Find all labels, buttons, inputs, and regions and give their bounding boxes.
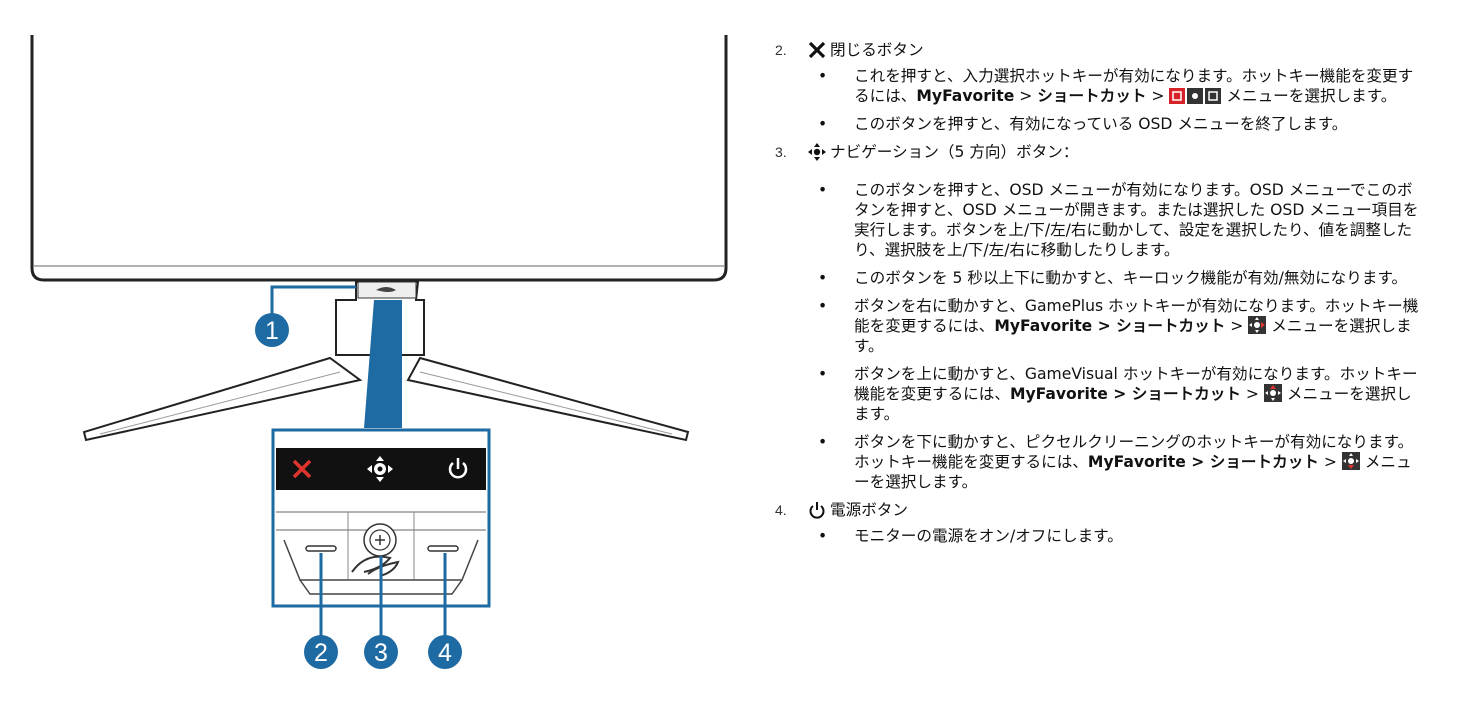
list-item: このボタンを押すと、OSD メニューが有効になります。OSD メニューでこのボタ… bbox=[808, 180, 1420, 260]
section-title: 閉じるボタン bbox=[830, 41, 924, 59]
list-item: ボタンを右に動かすと、GamePlus ホットキーが有効になります。ホットキー機… bbox=[808, 296, 1420, 356]
callout-3: 3 bbox=[364, 635, 398, 669]
gamevisual-shortcut-icon bbox=[1263, 384, 1282, 402]
close-x-icon bbox=[808, 41, 826, 59]
section-power-button: 4. 電源ボタン モニターの電源をオン/オフにします。 bbox=[770, 500, 1420, 546]
power-icon bbox=[448, 458, 468, 479]
input-select-shortcut-icon bbox=[1169, 88, 1222, 104]
list-item: モニターの電源をオン/オフにします。 bbox=[808, 526, 1420, 546]
svg-text:2: 2 bbox=[314, 639, 328, 667]
section-number: 4. bbox=[775, 502, 787, 518]
highlight-beam bbox=[364, 300, 402, 428]
section-navigation-button: 3. ナビゲーション（5 方向）ボタン： このボタンを押すと、OSD メニューが… bbox=[770, 142, 1420, 492]
callout-1: 1 bbox=[255, 313, 289, 347]
gameplus-shortcut-icon bbox=[1248, 316, 1267, 334]
list-item: このボタンを押すと、有効になっている OSD メニューを終了します。 bbox=[808, 114, 1420, 134]
power-button bbox=[427, 545, 459, 552]
list-item: ボタンを上に動かすと、GameVisual ホットキーが有効になります。ホットキ… bbox=[808, 364, 1420, 424]
section-close-button: 2. 閉じるボタン これを押すと、入力選択ホットキーが有効になります。ホットキー… bbox=[770, 40, 1420, 134]
five-way-nav-icon bbox=[367, 456, 393, 482]
monitor-stand-right-leg bbox=[406, 356, 690, 442]
navigation-joystick bbox=[363, 523, 397, 557]
monitor-screen bbox=[30, 35, 728, 282]
callout-2: 2 bbox=[304, 635, 338, 669]
section-title: 電源ボタン bbox=[830, 501, 908, 519]
section-number: 2. bbox=[775, 42, 787, 58]
close-x-icon bbox=[292, 459, 312, 479]
callout-4: 4 bbox=[428, 635, 462, 669]
button-descriptions: 2. 閉じるボタン これを押すと、入力選択ホットキーが有効になります。ホットキー… bbox=[770, 40, 1420, 554]
section-number: 3. bbox=[775, 144, 787, 160]
section-title: ナビゲーション（5 方向）ボタン： bbox=[830, 143, 1079, 161]
list-item: このボタンを 5 秒以上下に動かすと、キーロック機能が有効/無効になります。 bbox=[808, 268, 1420, 288]
list-item: これを押すと、入力選択ホットキーが有効になります。ホットキー機能を変更するには、… bbox=[808, 66, 1420, 106]
power-icon bbox=[809, 502, 825, 519]
close-button bbox=[305, 545, 337, 552]
pixel-cleaning-shortcut-icon bbox=[1341, 452, 1360, 470]
svg-text:4: 4 bbox=[438, 639, 452, 667]
monitor-stand-left-leg bbox=[82, 356, 363, 442]
svg-text:1: 1 bbox=[265, 317, 279, 345]
callout-1-leader bbox=[270, 285, 356, 314]
list-item: ボタンを下に動かすと、ピクセルクリーニングのホットキーが有効になります。ホットキ… bbox=[808, 432, 1420, 492]
rog-logo bbox=[351, 555, 400, 577]
five-way-nav-icon bbox=[808, 143, 826, 161]
svg-text:3: 3 bbox=[374, 639, 388, 667]
monitor-diagram: 1 2 3 4 bbox=[30, 35, 728, 669]
